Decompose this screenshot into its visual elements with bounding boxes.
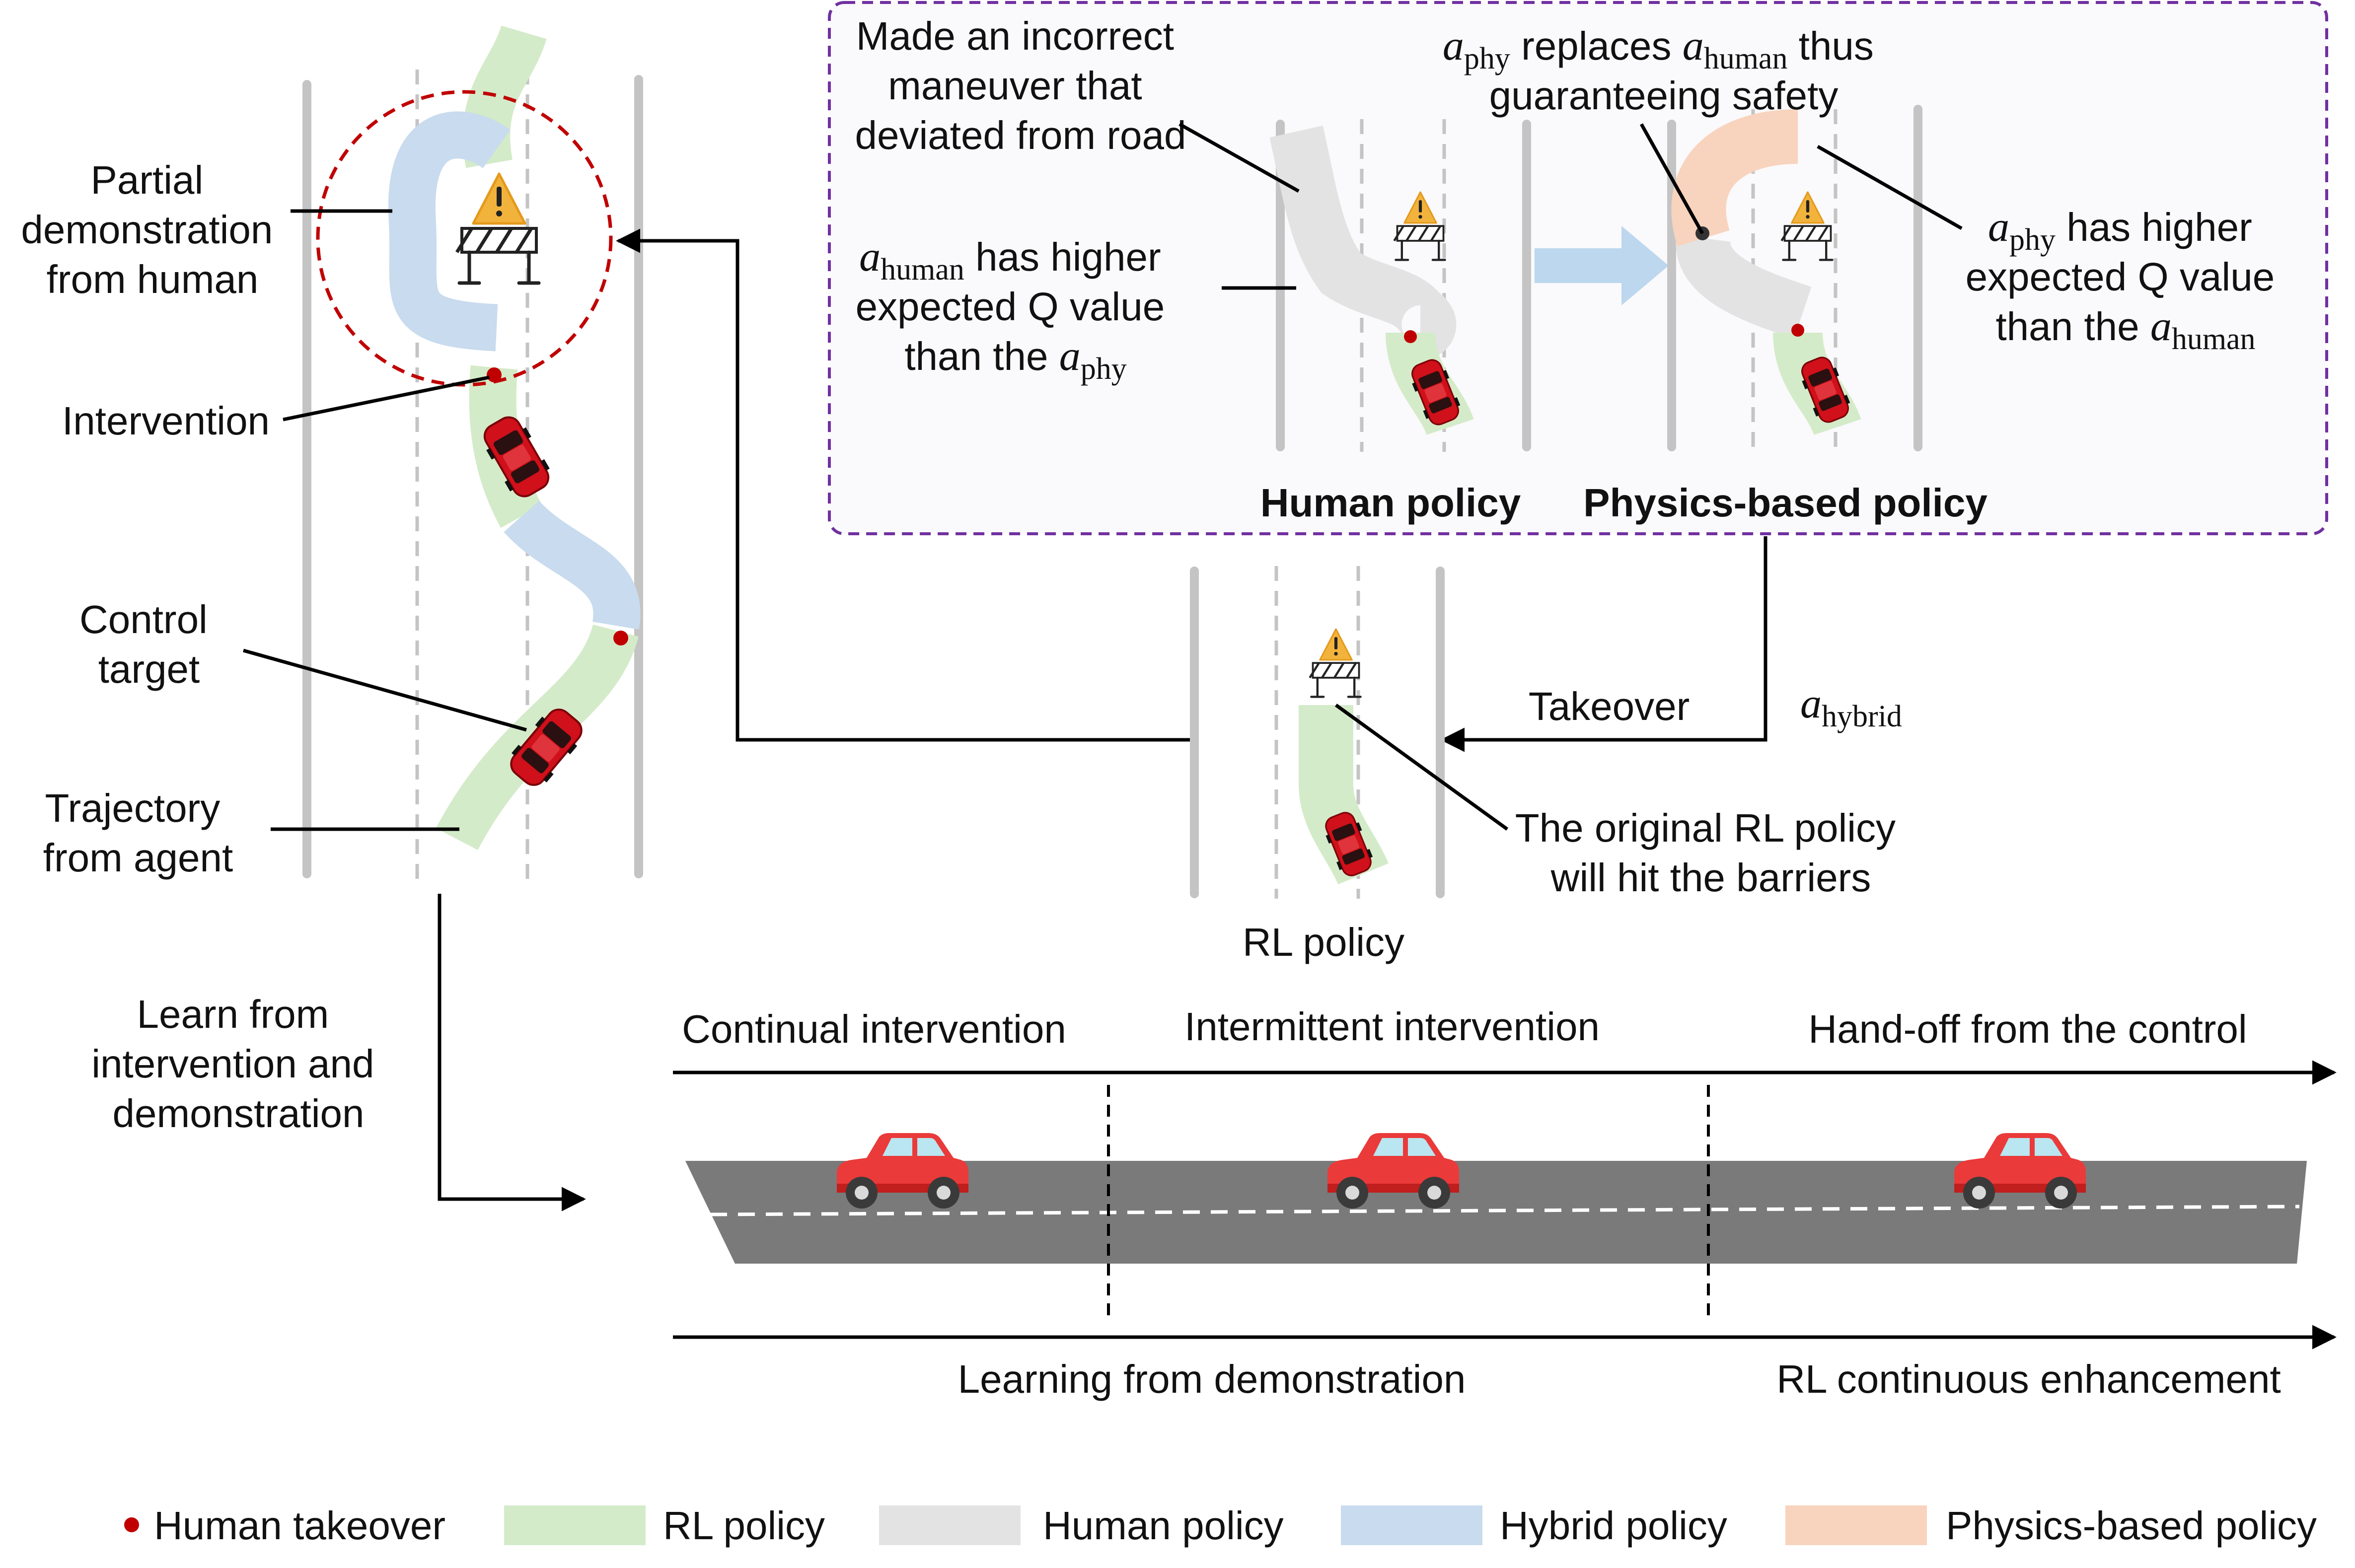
phy-q-label: aphy has higher expected Q value than th…	[1966, 203, 2286, 356]
takeover-label: Takeover	[1529, 684, 1690, 728]
left-road-panel: Partial demonstration from human Interve…	[21, 25, 643, 1136]
incorrect-maneuver-label: Made an incorrect maneuver that deviated…	[855, 14, 1186, 157]
legend-swatch	[879, 1505, 1021, 1545]
legend-swatch	[1785, 1505, 1927, 1545]
legend: Human takeover RL policy Human policy Hy…	[124, 1503, 2317, 1548]
human-policy-trajectory	[1269, 126, 1456, 360]
hybrid-action-label: ahybrid	[1800, 679, 1902, 733]
svg-text:Human takeover: Human takeover	[154, 1503, 445, 1548]
intervention-label: Intervention	[62, 399, 270, 443]
handover-arrow	[1535, 226, 1669, 305]
takeover-dot	[613, 631, 628, 645]
takeover-dot	[1791, 324, 1804, 337]
legend-item-physics-policy: Physics-based policy	[1785, 1503, 2317, 1548]
trajectory-label: Trajectory from agent	[43, 786, 233, 880]
control-target-label: Control target	[79, 597, 219, 691]
original-rl-label: The original RL policy will hit the barr…	[1515, 806, 1907, 900]
svg-text:Human policy: Human policy	[1043, 1503, 1284, 1548]
physics-policy-trajectory	[1671, 109, 1799, 247]
legend-item-rl-policy: RL policy	[504, 1503, 825, 1548]
legend-item-human-takeover: Human takeover	[124, 1503, 445, 1548]
learn-label: Learn from intervention and demonstratio…	[91, 992, 385, 1136]
flow-arrows	[438, 228, 1767, 1212]
middle-rl-road: Takeover ahybrid The original RL policy …	[1190, 566, 1907, 964]
svg-text:Hybrid policy: Hybrid policy	[1500, 1503, 1727, 1548]
stage-label: Hand-off from the control	[1808, 1007, 2247, 1051]
human-demo-trajectory	[388, 111, 511, 352]
timeline: Continual intervention Intermittent inte…	[673, 1004, 2337, 1401]
svg-text:Physics-based policy: Physics-based policy	[1946, 1503, 2317, 1548]
inset-box: Made an incorrect maneuver that deviated…	[828, 1, 2328, 535]
human-q-label: ahuman has higher expected Q value than …	[856, 232, 1176, 386]
takeover-dot	[487, 367, 502, 382]
barrier-icon	[1310, 629, 1360, 697]
human-policy-trajectory	[1676, 235, 1812, 339]
legend-dot	[124, 1517, 139, 1532]
rl-policy-caption: RL policy	[1243, 920, 1404, 964]
legend-item-human-policy: Human policy	[879, 1503, 1284, 1548]
stage-label: Intermittent intervention	[1184, 1004, 1600, 1049]
partial-demo-label: Partial demonstration from human	[21, 158, 284, 301]
barrier-icon	[457, 174, 539, 283]
legend-swatch	[504, 1505, 646, 1545]
human-policy-title: Human policy	[1260, 481, 1521, 525]
replaces-label: aphy replaces ahuman thus guaranteeing s…	[1443, 21, 1885, 118]
legend-item-hybrid-policy: Hybrid policy	[1341, 1503, 1727, 1548]
highway-center-line	[710, 1205, 2300, 1216]
legend-swatch	[1341, 1505, 1482, 1545]
stage-label: Continual intervention	[682, 1007, 1066, 1051]
hybrid-trajectory	[504, 500, 641, 630]
takeover-dot	[1404, 330, 1417, 343]
phase-label: RL continuous enhancement	[1776, 1357, 2281, 1401]
intervention-circle	[316, 90, 613, 387]
physics-policy-title: Physics-based policy	[1583, 481, 1987, 525]
phase-label: Learning from demonstration	[958, 1357, 1466, 1401]
svg-text:RL policy: RL policy	[663, 1503, 825, 1548]
